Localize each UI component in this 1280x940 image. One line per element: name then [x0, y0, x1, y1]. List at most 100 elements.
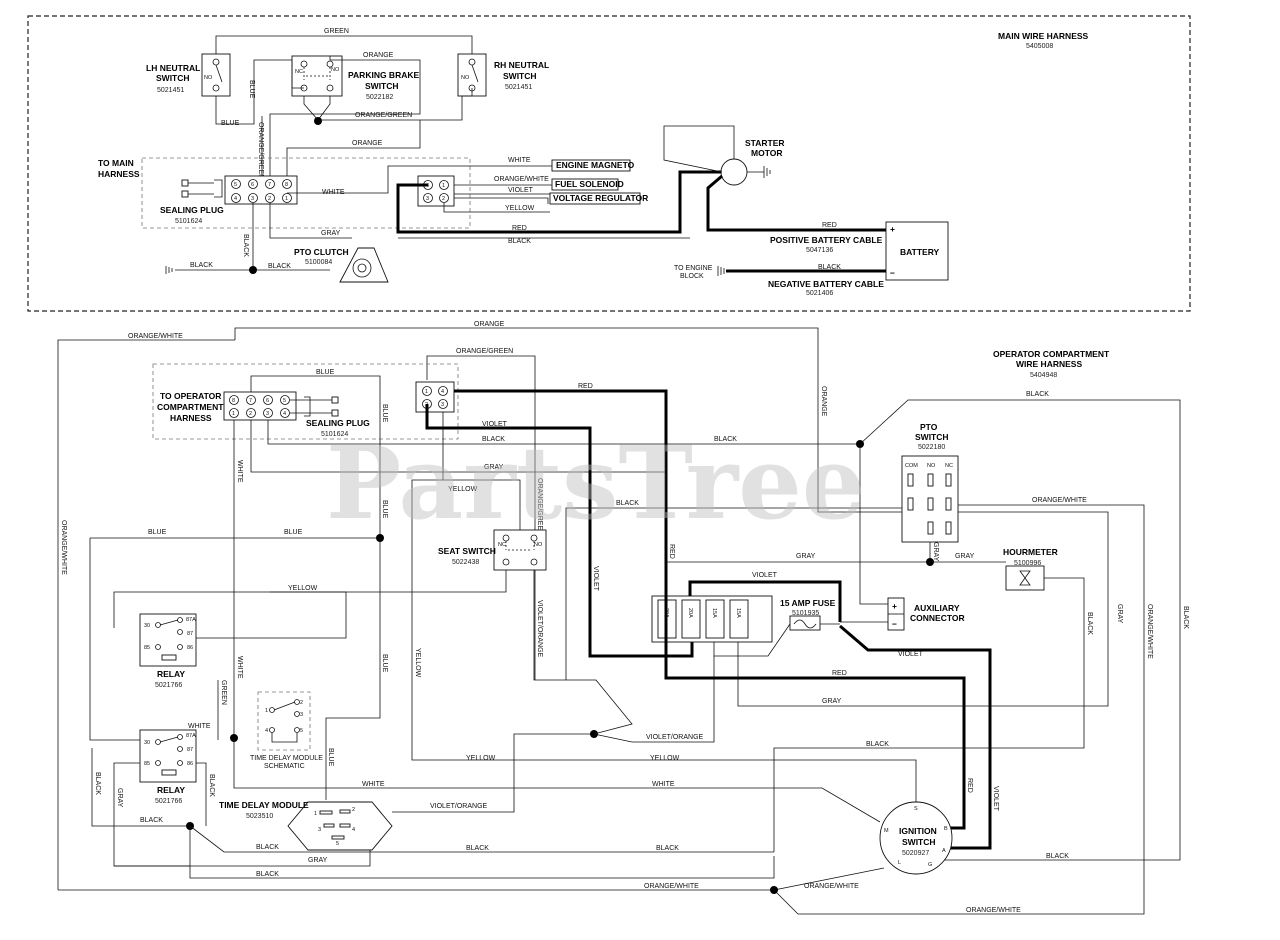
to-engine-block-2: BLOCK	[680, 273, 704, 280]
svg-text:5: 5	[300, 728, 303, 734]
wire-label-black-v1: BLACK	[242, 234, 249, 257]
svg-text:A: A	[942, 848, 946, 854]
operator-harness-part: 5404948	[1030, 372, 1057, 379]
wire-label-black-15: BLACK	[866, 741, 889, 748]
pto-switch-part: 5022180	[918, 444, 945, 451]
inline-fuse-part: 5101935	[792, 610, 819, 617]
wire-label-black-6: BLACK	[482, 436, 505, 443]
main-harness-part: 5405008	[1026, 43, 1053, 50]
rh-neutral-label: RH NEUTRAL	[494, 60, 549, 70]
lh-neutral-switch: NO	[201, 53, 231, 97]
wire-label-white-4: WHITE	[362, 781, 385, 788]
sealing-plug-main-label: SEALING PLUG	[160, 205, 224, 215]
wire-label-blue-2: BLUE	[316, 369, 335, 376]
svg-text:87A: 87A	[186, 733, 196, 739]
svg-text:NC: NC	[945, 463, 953, 469]
svg-text:3: 3	[318, 827, 321, 833]
parking-brake-switch: NC NO	[291, 55, 343, 97]
wire-label-white-5: WHITE	[652, 781, 675, 788]
svg-text:3: 3	[441, 402, 444, 408]
svg-text:2: 2	[352, 807, 355, 813]
svg-text:6: 6	[266, 398, 269, 404]
wire-label-blue-v2: BLUE	[381, 404, 388, 423]
wire-label-orange-green-v2: ORANGE/GREEN	[536, 478, 543, 535]
wire-label-yellow-3: YELLOW	[466, 755, 496, 762]
rh-neutral-part: 5021451	[505, 84, 532, 91]
svg-text:7: 7	[268, 182, 271, 188]
wire-label-black-2: BLACK	[190, 262, 213, 269]
inline-fuse	[789, 615, 821, 631]
wire-label-white-3: WHITE	[188, 723, 211, 730]
svg-text:4: 4	[283, 411, 286, 417]
battery	[885, 221, 949, 281]
svg-text:86: 86	[187, 645, 193, 651]
wire-label-violet-2: VIOLET	[482, 421, 508, 428]
svg-text:1: 1	[232, 411, 235, 417]
to-operator-harness-3: HARNESS	[170, 413, 212, 423]
wire-label-black-14: BLACK	[656, 845, 679, 852]
wire-label-orange-green-1: ORANGE/GREEN	[355, 112, 412, 119]
tdm-label: TIME DELAY MODULE	[219, 800, 309, 810]
battery-label: BATTERY	[900, 247, 940, 257]
relay-2-part: 5021766	[155, 798, 182, 805]
svg-text:4: 4	[234, 196, 237, 202]
seat-switch-part: 5022438	[452, 559, 479, 566]
sealing-plug-zone-op	[152, 363, 459, 440]
svg-text:M: M	[884, 828, 889, 834]
svg-text:4: 4	[441, 389, 444, 395]
svg-text:2: 2	[442, 196, 445, 202]
starter-label: STARTER	[745, 138, 785, 148]
hourmeter-part: 5100996	[1014, 560, 1041, 567]
wire-label-gray-4: GRAY	[822, 698, 842, 705]
wire-label-green: GREEN	[324, 28, 349, 35]
svg-text:+: +	[892, 601, 897, 611]
tdm-schematic-label: TIME DELAY MODULE	[250, 755, 323, 762]
svg-text:3: 3	[300, 712, 303, 718]
wire-label-black-11: BLACK	[256, 871, 279, 878]
voltage-regulator-label: VOLTAGE REGULATOR	[553, 193, 648, 203]
svg-text:8: 8	[285, 182, 288, 188]
wire-label-black-13: BLACK	[466, 845, 489, 852]
svg-text:2: 2	[249, 411, 252, 417]
to-main-harness: TO MAIN	[98, 158, 134, 168]
sealing-plug-operator: 8 7 6 5 1 2 3 4	[223, 391, 339, 421]
wire-label-violet-orange-v: VIOLET/ORANGE	[536, 600, 543, 658]
svg-text:4: 4	[352, 827, 355, 833]
ignition-part: 5020927	[902, 850, 929, 857]
svg-text:87A: 87A	[186, 617, 196, 623]
wire-label-blue-v: BLUE	[248, 80, 255, 99]
operator-harness-title: OPERATOR COMPARTMENT	[993, 349, 1110, 359]
svg-text:87: 87	[187, 631, 193, 637]
wire-label-yellow-4: YELLOW	[288, 585, 318, 592]
wire-label-yellow-v: YELLOW	[414, 648, 421, 678]
wire-label-red-v2: RED	[966, 778, 973, 793]
wire-label-black-v4: BLACK	[1086, 612, 1093, 635]
hourmeter-label: HOURMETER	[1003, 547, 1058, 557]
svg-text:15A: 15A	[711, 608, 717, 618]
svg-text:85: 85	[144, 761, 150, 767]
wire-label-black-3: BLACK	[268, 263, 291, 270]
svg-text:20A: 20A	[687, 608, 693, 618]
battery-minus: −	[890, 268, 895, 278]
wire-label-orange-white-v1: ORANGE/WHITE	[60, 520, 67, 575]
wire-label-orange-v: ORANGE	[820, 386, 827, 417]
main-harness-title: MAIN WIRE HARNESS	[998, 31, 1089, 41]
wire-label-red-v: RED	[668, 544, 675, 559]
svg-text:5: 5	[234, 182, 237, 188]
wire-label-orange-1: ORANGE	[363, 52, 394, 59]
parking-brake-label-2: SWITCH	[365, 81, 399, 91]
wire-label-black-9: BLACK	[616, 500, 639, 507]
wire-label-black-8: BLACK	[1026, 391, 1049, 398]
wire-label-white-v2: WHITE	[236, 656, 243, 679]
wire-label-yellow-2: YELLOW	[448, 486, 478, 493]
engine-connector: 4 1 3 2	[417, 175, 455, 207]
operator-harness-title-2: WIRE HARNESS	[1016, 359, 1082, 369]
svg-text:NC: NC	[295, 69, 303, 75]
svg-text:NO: NO	[461, 75, 470, 81]
wire-label-orange-green-2: ORANGE/GREEN	[456, 348, 513, 355]
seat-switch-label: SEAT SWITCH	[438, 546, 496, 556]
wire-label-orange-white-4: ORANGE/WHITE	[966, 907, 1021, 914]
wire-label-gray-1: GRAY	[321, 230, 341, 237]
starter-label-2: MOTOR	[751, 148, 782, 158]
wire-label-blue-v5: BLUE	[327, 748, 334, 767]
